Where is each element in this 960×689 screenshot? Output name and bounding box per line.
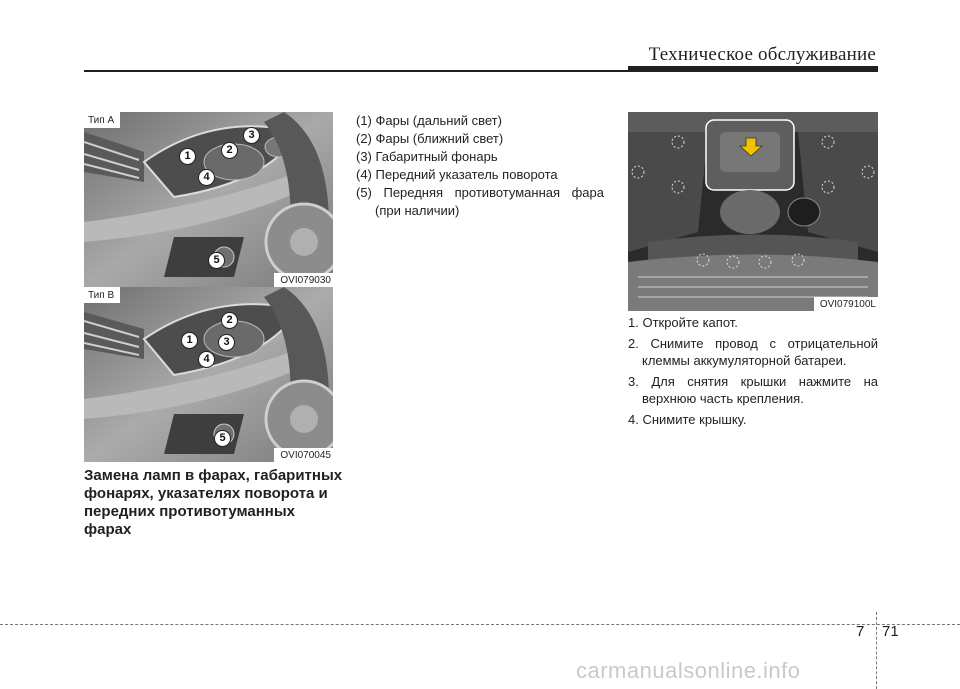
callout-3: 3 xyxy=(243,127,260,144)
page-header-title: Техническое обслуживание xyxy=(648,44,876,65)
step-item: 1. Откройте капот. xyxy=(628,315,738,330)
parts-list: (1) Фары (дальний свет) (2) Фары (ближни… xyxy=(356,112,604,220)
callout-5: 5 xyxy=(208,252,225,269)
callout-4: 4 xyxy=(198,351,215,368)
footer-divider xyxy=(876,612,877,689)
watermark: carmanualsonline.info xyxy=(576,658,801,683)
list-item-continuation: (при наличии) xyxy=(375,203,460,218)
step-item: 4. Снимите крышку. xyxy=(628,412,747,427)
steps-list: 1. Откройте капот. 2. Снимите провод с о… xyxy=(628,314,878,432)
callout-1: 1 xyxy=(179,148,196,165)
chapter-number: 7 xyxy=(856,623,865,640)
callout-2: 2 xyxy=(221,312,238,329)
figure-type-b-code: OVI070045 xyxy=(274,448,333,462)
headlight-illustration-b xyxy=(84,287,333,462)
step-item: 3. Для снятия крышки нажмите на верхнюю … xyxy=(628,374,878,406)
callout-1: 1 xyxy=(181,332,198,349)
engine-figure-code: OVI079100L xyxy=(813,297,878,311)
list-item: (5) Передняя противотуманная фара xyxy=(356,185,604,200)
callout-2: 2 xyxy=(221,142,238,159)
headlight-figure-type-b: Тип B 1 2 3 4 5 OVI070045 xyxy=(84,287,333,462)
figure-type-a-label: Тип A xyxy=(84,112,121,128)
list-item: (1) Фары (дальний свет) xyxy=(356,113,502,128)
headlight-figure-type-a: Тип A 1 2 3 4 5 OVI079030 xyxy=(84,112,333,287)
list-item: (2) Фары (ближний свет) xyxy=(356,131,504,146)
footer-rule xyxy=(0,624,960,625)
figure-type-a-code: OVI079030 xyxy=(274,273,333,287)
page-number: 71 xyxy=(882,623,899,640)
callout-5: 5 xyxy=(214,430,231,447)
engine-bay-figure: OVI079100L xyxy=(628,112,878,311)
step-item: 2. Снимите провод с отрицательной клеммы… xyxy=(628,336,878,368)
callout-4: 4 xyxy=(198,169,215,186)
engine-bay-illustration xyxy=(628,112,878,311)
list-item: (4) Передний указатель поворота xyxy=(356,167,558,182)
header-rule xyxy=(84,70,878,72)
list-item: (3) Габаритный фонарь xyxy=(356,149,498,164)
header-rule-accent xyxy=(628,66,878,72)
section-title: Замена ламп в фарах, габаритных фонарях,… xyxy=(84,467,343,538)
callout-3: 3 xyxy=(218,334,235,351)
figure-type-b-label: Тип B xyxy=(84,287,121,303)
